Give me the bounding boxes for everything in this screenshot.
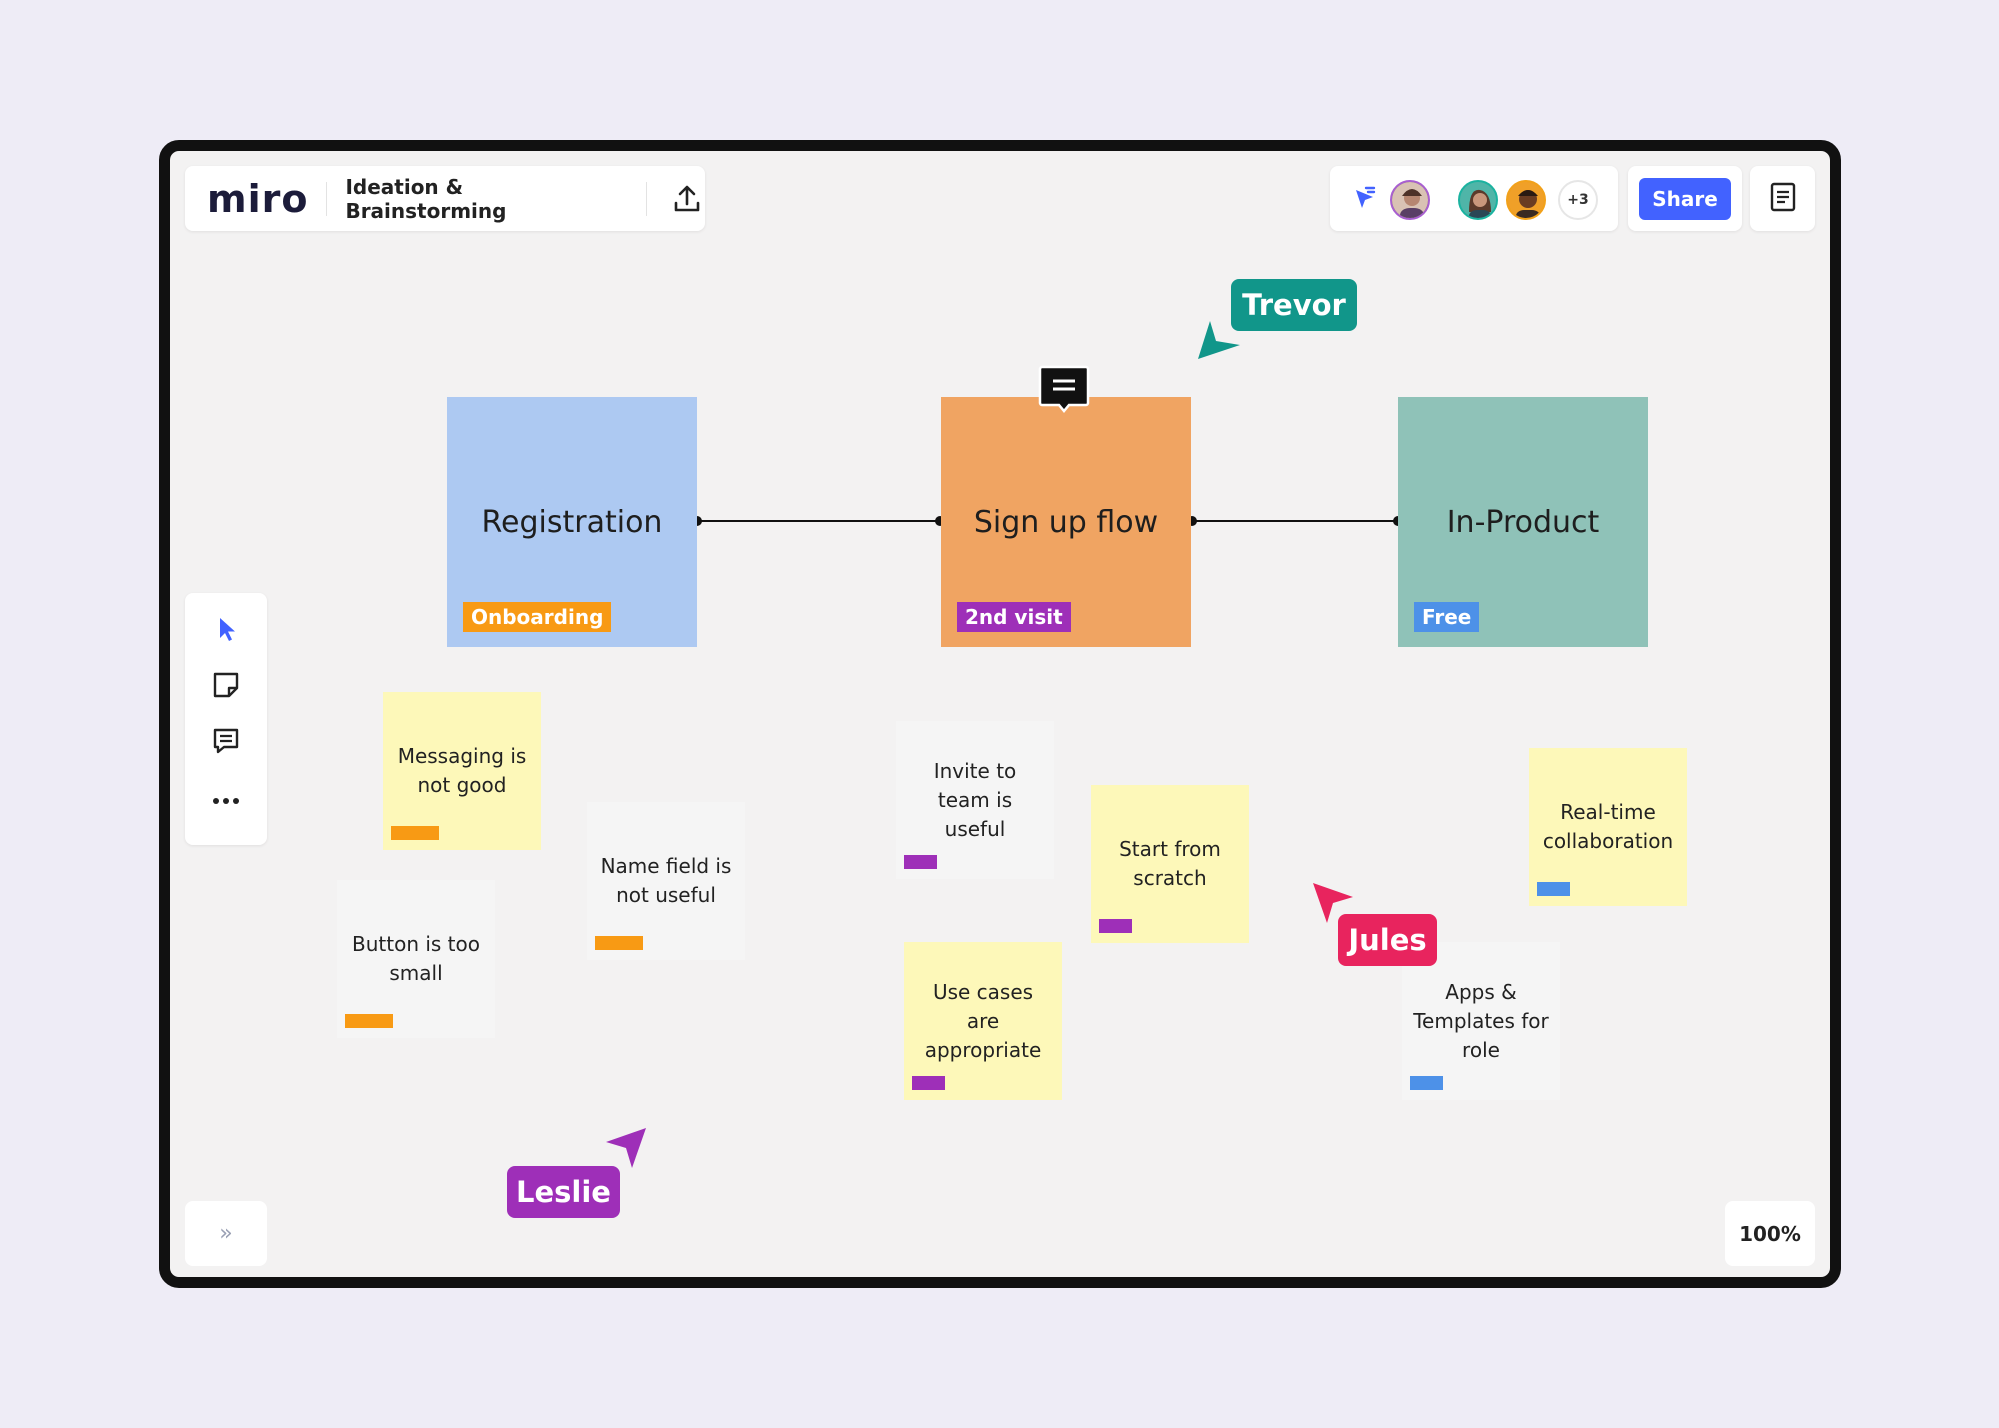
sticky-text: Start from scratch: [1119, 837, 1221, 890]
sticky-note[interactable]: Real-time collaboration: [1529, 748, 1687, 912]
more-dots-icon: [212, 790, 240, 809]
jules-cursor-icon: [1311, 881, 1355, 929]
more-tools-button[interactable]: [206, 779, 246, 819]
frame-sign-up-flow[interactable]: Sign up flow 2nd visit: [941, 397, 1191, 655]
sticky-text: Button is too small: [352, 932, 480, 985]
divider: [326, 181, 328, 216]
sticky-note-icon: [212, 671, 240, 703]
sticky-text: Invite to team is useful: [933, 758, 1017, 841]
cursor-arrow-icon: [215, 616, 237, 646]
board-window: miro Ideation & Brainstorming +3: [159, 140, 1841, 1288]
frame-registration[interactable]: Registration Onboarding: [447, 397, 697, 655]
sticky-note[interactable]: Messaging is not good: [383, 692, 541, 856]
sticky-note[interactable]: Start from scratch: [1091, 785, 1249, 949]
frame-title: Registration: [481, 504, 663, 540]
board-title[interactable]: Ideation & Brainstorming: [345, 174, 507, 223]
sticky-text: Use cases are appropriate: [924, 979, 1042, 1062]
sticky-text: Messaging is not good: [397, 744, 527, 797]
select-tool[interactable]: [206, 611, 246, 651]
leslie-cursor-icon: [604, 1126, 648, 1174]
cursor-label-trevor: Trevor: [1231, 279, 1357, 331]
upload-icon[interactable]: [669, 181, 705, 217]
notes-button[interactable]: [1750, 166, 1815, 231]
tool-palette: [185, 593, 267, 845]
frame-tag: 2nd visit: [957, 602, 1071, 632]
avatar[interactable]: [1390, 180, 1430, 220]
follow-cursor-icon[interactable]: [1352, 186, 1376, 216]
frame-tag: Onboarding: [463, 602, 612, 632]
expand-panel-button[interactable]: »: [185, 1201, 267, 1266]
sticky-note[interactable]: Use cases are appropriate: [904, 942, 1062, 1106]
sticky-text: Apps & Templates for role: [1413, 979, 1549, 1062]
collaborators-bar: +3: [1330, 166, 1618, 231]
cursor-label-jules: Jules: [1338, 914, 1437, 966]
sticky-note[interactable]: Name field is not useful: [587, 802, 745, 966]
sticky-note[interactable]: Apps & Templates for role: [1402, 942, 1560, 1106]
frame-in-product[interactable]: In-Product Free: [1398, 397, 1648, 655]
comment-bubble-icon: [1038, 365, 1090, 417]
sticky-note[interactable]: Button is too small: [337, 880, 495, 1044]
sticky-tag: [391, 826, 439, 840]
zoom-level[interactable]: 100%: [1725, 1201, 1815, 1266]
sticky-note-tool[interactable]: [206, 667, 246, 707]
avatar[interactable]: [1506, 180, 1546, 220]
comment-marker[interactable]: [1038, 365, 1090, 417]
frame-title: In-Product: [1446, 504, 1600, 540]
sticky-tag: [595, 936, 643, 950]
sticky-tag: [1410, 1076, 1443, 1090]
board-canvas[interactable]: miro Ideation & Brainstorming +3: [170, 151, 1830, 1277]
miro-logo[interactable]: miro: [207, 176, 309, 221]
more-collaborators-badge[interactable]: +3: [1558, 180, 1598, 220]
frame-tag: Free: [1414, 602, 1480, 632]
divider: [646, 181, 648, 216]
share-button[interactable]: Share: [1639, 177, 1731, 220]
share-container: Share: [1628, 166, 1742, 231]
comment-tool[interactable]: [206, 723, 246, 763]
sticky-text: Name field is not useful: [600, 854, 732, 907]
sticky-tag: [1099, 919, 1132, 933]
comment-icon: [212, 727, 240, 759]
sticky-note[interactable]: Invite to team is useful: [896, 721, 1054, 885]
frame-title: Sign up flow: [973, 504, 1159, 540]
sticky-tag: [904, 855, 937, 869]
notes-icon: [1770, 182, 1796, 216]
sticky-tag: [1537, 882, 1570, 896]
board-header: miro Ideation & Brainstorming: [185, 166, 705, 231]
sticky-tag: [912, 1076, 945, 1090]
sticky-text: Real-time collaboration: [1542, 800, 1674, 853]
avatar[interactable]: [1458, 180, 1498, 220]
trevor-cursor-icon: [1196, 319, 1242, 365]
cursor-label-leslie: Leslie: [507, 1166, 620, 1218]
double-chevron-right-icon: »: [219, 1221, 233, 1246]
sticky-tag: [345, 1014, 393, 1028]
